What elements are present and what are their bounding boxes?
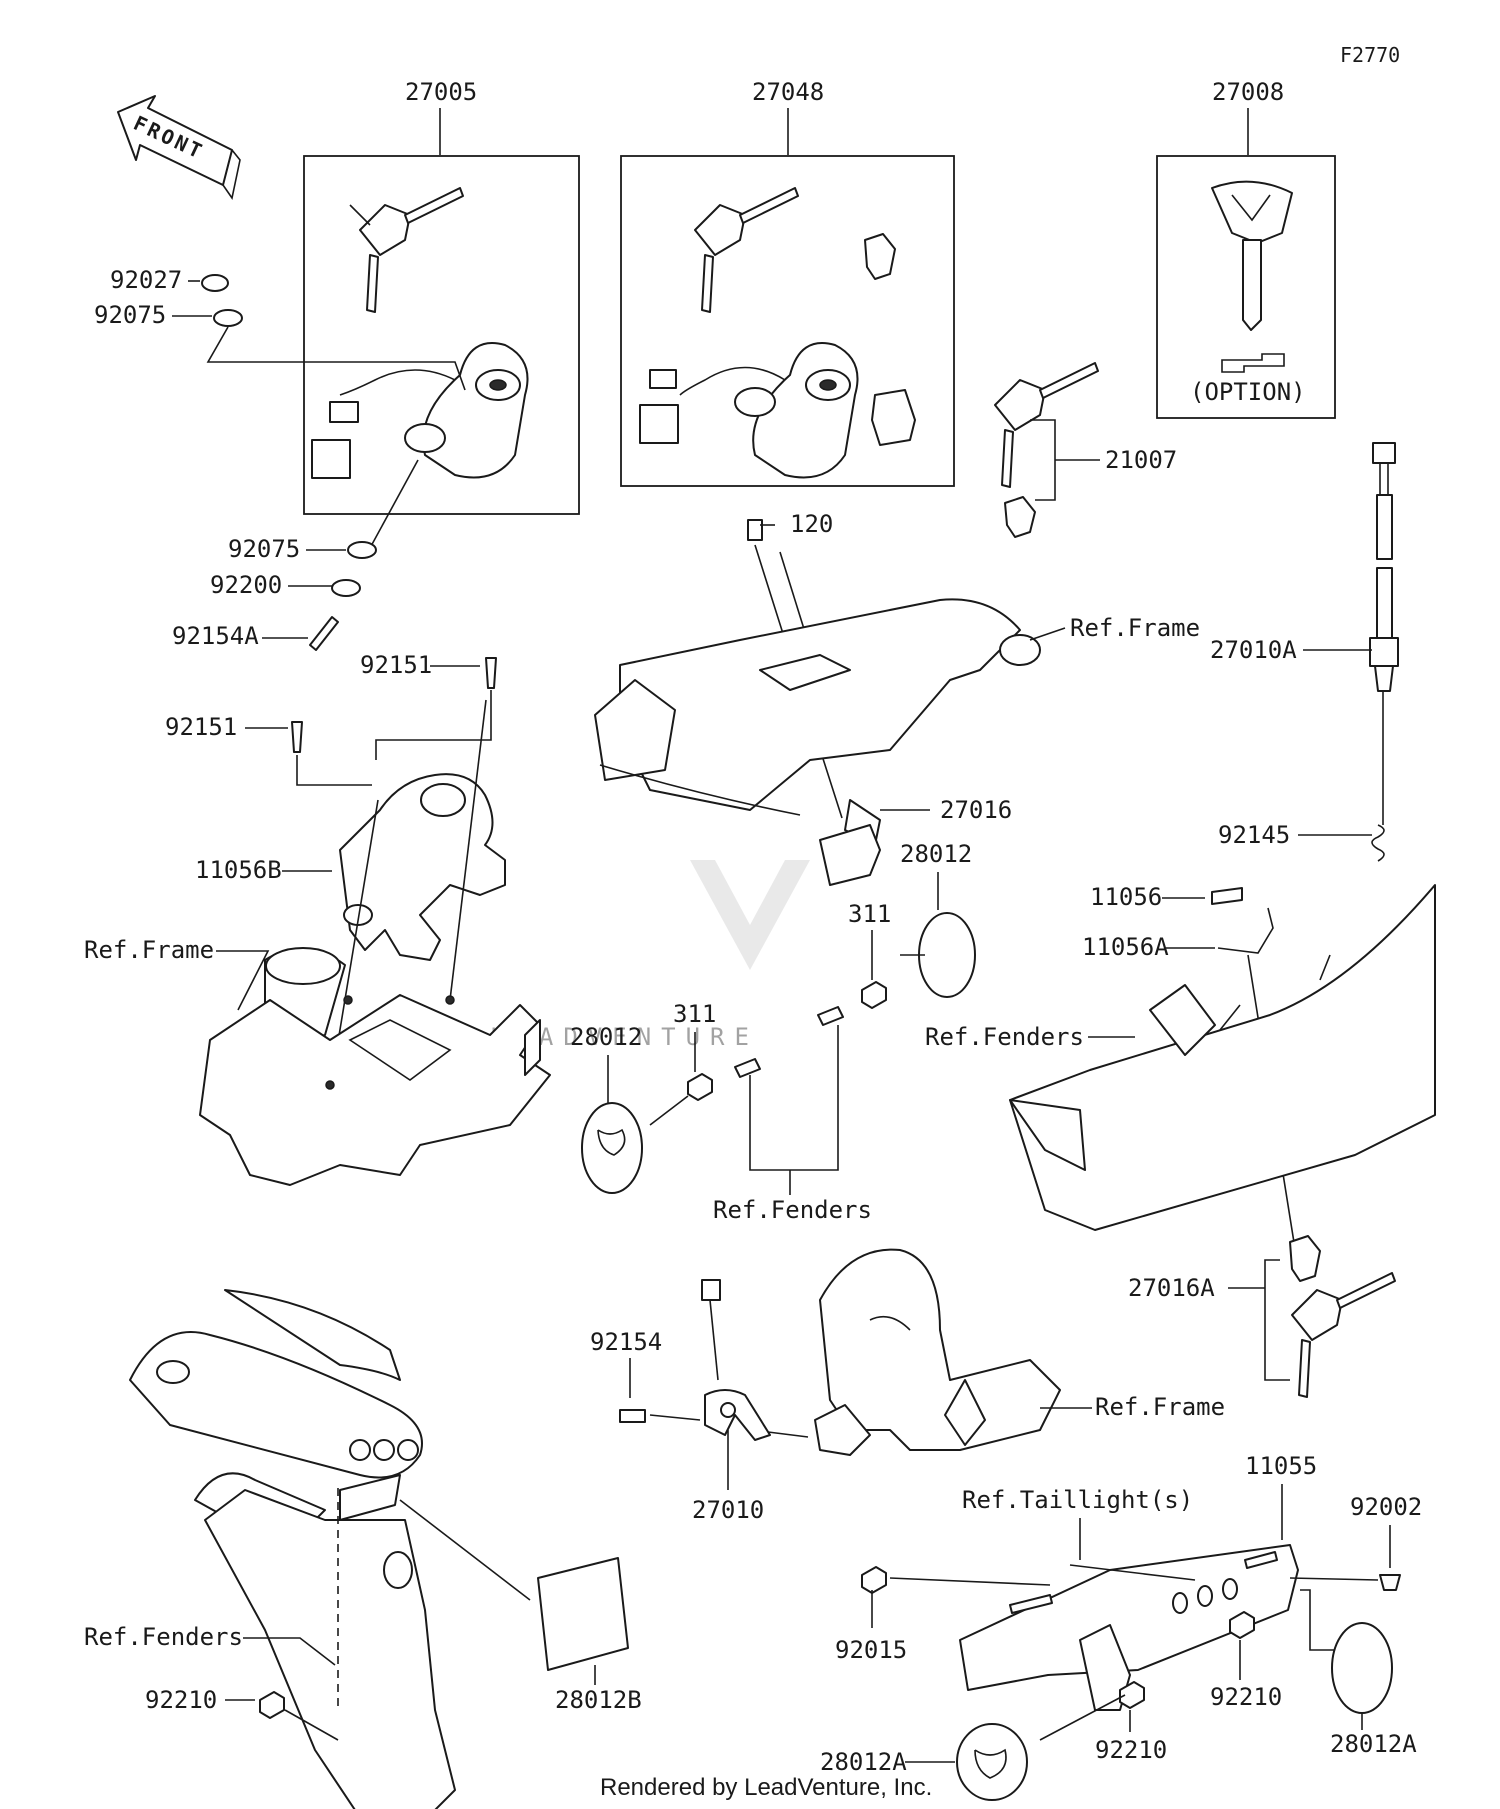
option-mark-icon bbox=[1221, 353, 1285, 373]
nut-icon bbox=[861, 1566, 887, 1594]
label-311-top: 311 bbox=[848, 900, 891, 928]
label-28012-mid: 28012 bbox=[570, 1023, 642, 1051]
label-11055: 11055 bbox=[1245, 1452, 1317, 1480]
stud-icon bbox=[817, 1006, 844, 1026]
ignition-key-icon bbox=[349, 187, 464, 313]
label-11056B: 11056B bbox=[195, 856, 282, 884]
label-92027: 92027 bbox=[110, 266, 182, 294]
seat-switch-connector-icon bbox=[701, 1279, 721, 1301]
reflector-icon bbox=[918, 912, 976, 998]
label-92002: 92002 bbox=[1350, 1493, 1422, 1521]
nut-icon bbox=[1119, 1681, 1145, 1709]
label-28012A-right: 28012A bbox=[1330, 1730, 1417, 1758]
lock-cylinder-icon bbox=[1289, 1235, 1321, 1282]
seat-lock-cylinder-icon bbox=[864, 233, 896, 280]
nut-icon bbox=[861, 981, 887, 1009]
nut-icon bbox=[687, 1073, 713, 1101]
label-92075-top: 92075 bbox=[94, 301, 166, 329]
label-92154: 92154 bbox=[590, 1328, 662, 1356]
reflector-icon bbox=[537, 1557, 629, 1671]
label-28012B: 28012B bbox=[555, 1686, 642, 1714]
ignition-switch-icon bbox=[311, 342, 529, 479]
credit-text: Rendered by LeadVenture, Inc. bbox=[600, 1774, 932, 1801]
label-28012A-left: 28012A bbox=[820, 1748, 907, 1776]
nut-icon bbox=[1229, 1611, 1255, 1639]
label-92015: 92015 bbox=[835, 1636, 907, 1664]
label-27016: 27016 bbox=[940, 796, 1012, 824]
washer-icon bbox=[213, 309, 243, 327]
label-ref-fenders-mid: Ref.Fenders bbox=[713, 1196, 872, 1224]
label-ref-fenders-right: Ref.Fenders bbox=[925, 1023, 1084, 1051]
label-311-mid: 311 bbox=[673, 1000, 716, 1028]
label-92200: 92200 bbox=[210, 571, 282, 599]
label-ref-taillight: Ref.Taillight(s) bbox=[962, 1486, 1193, 1514]
reflector-icon bbox=[1331, 1622, 1393, 1714]
nut-icon bbox=[259, 1691, 285, 1719]
option-label: (OPTION) bbox=[1190, 378, 1306, 406]
label-120: 120 bbox=[790, 510, 833, 538]
label-27016A: 27016A bbox=[1128, 1274, 1215, 1302]
license-bracket-icon bbox=[959, 1544, 1299, 1711]
screw-icon bbox=[291, 721, 303, 753]
lock-cap-icon bbox=[871, 389, 916, 446]
label-27005: 27005 bbox=[405, 78, 477, 106]
label-ref-frame-bottom: Ref.Frame bbox=[1095, 1393, 1225, 1421]
frame-headstock-icon bbox=[199, 947, 551, 1186]
label-11056: 11056 bbox=[1090, 883, 1162, 911]
seat-switch-icon bbox=[704, 1389, 771, 1441]
label-ref-frame-top: Ref.Frame bbox=[1070, 614, 1200, 642]
seat-switch-icon bbox=[1369, 442, 1399, 692]
kit-box-27008 bbox=[1156, 155, 1336, 419]
label-27048: 27048 bbox=[752, 78, 824, 106]
label-92145: 92145 bbox=[1218, 821, 1290, 849]
reflector-icon bbox=[956, 1723, 1028, 1801]
front-arrow-icon bbox=[117, 95, 241, 200]
reflector-icon bbox=[581, 1102, 643, 1194]
label-ref-fenders-bottom: Ref.Fenders bbox=[84, 1623, 243, 1651]
kit-box-27005 bbox=[303, 155, 580, 515]
label-ref-frame-left: Ref.Frame bbox=[84, 936, 214, 964]
label-92151-left: 92151 bbox=[165, 713, 237, 741]
label-92075-bottom: 92075 bbox=[228, 535, 300, 563]
spring-clip-icon bbox=[1371, 824, 1385, 862]
label-92210-left: 92210 bbox=[145, 1686, 217, 1714]
bolt-icon bbox=[747, 519, 763, 541]
bolt-icon bbox=[309, 616, 339, 651]
kit-box-27048 bbox=[620, 155, 955, 487]
ignition-key-icon bbox=[694, 187, 799, 313]
front-fender-icon bbox=[129, 1289, 456, 1809]
label-27010A: 27010A bbox=[1210, 636, 1297, 664]
switch-bracket-icon bbox=[339, 773, 506, 961]
screw-icon bbox=[485, 657, 497, 689]
label-28012-top: 28012 bbox=[900, 840, 972, 868]
blank-key-icon bbox=[1211, 180, 1293, 331]
ignition-key-icon bbox=[1291, 1272, 1396, 1398]
label-92151-right: 92151 bbox=[360, 651, 432, 679]
rear-fender-icon bbox=[1009, 884, 1436, 1231]
lock-bracket-icon bbox=[819, 824, 881, 886]
label-21007: 21007 bbox=[1105, 446, 1177, 474]
collar-icon bbox=[201, 274, 229, 292]
label-92210-mid: 92210 bbox=[1095, 1736, 1167, 1764]
label-27008: 27008 bbox=[1212, 78, 1284, 106]
ignition-switch-icon bbox=[639, 342, 859, 479]
bolt-icon bbox=[619, 1409, 646, 1423]
frame-rear-icon bbox=[814, 1248, 1061, 1456]
label-92154A: 92154A bbox=[172, 622, 259, 650]
ignition-key-icon bbox=[994, 362, 1099, 538]
label-11056A: 11056A bbox=[1082, 933, 1169, 961]
label-92210-right: 92210 bbox=[1210, 1683, 1282, 1711]
diagram-code: F2770 bbox=[1340, 43, 1400, 67]
label-27010: 27010 bbox=[692, 1496, 764, 1524]
washer-icon bbox=[331, 579, 361, 597]
stud-icon bbox=[734, 1058, 761, 1078]
screw-icon bbox=[1379, 1574, 1401, 1591]
rod-icon bbox=[1217, 907, 1274, 954]
clip-icon bbox=[1211, 887, 1243, 905]
washer-icon bbox=[347, 541, 377, 559]
frame-main-icon bbox=[594, 598, 1041, 846]
